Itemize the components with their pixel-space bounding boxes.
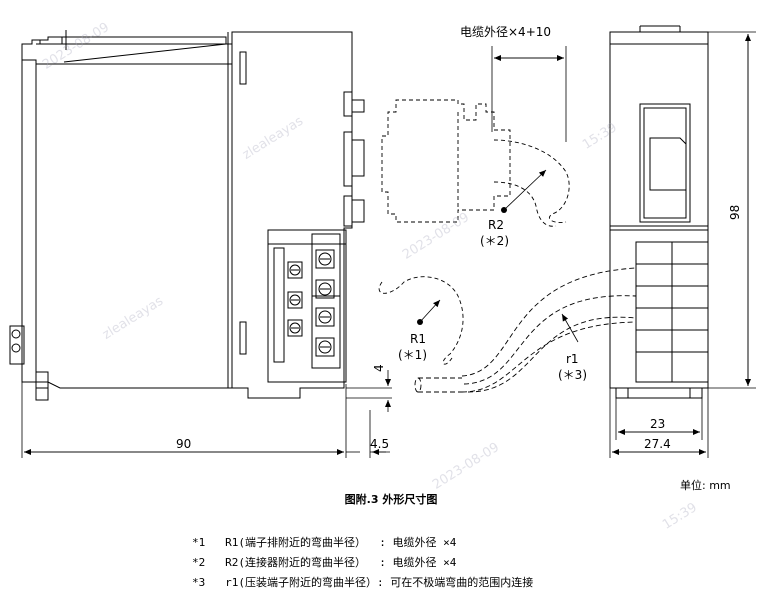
dim-90-lines — [21, 370, 392, 458]
r3-label: r1 — [566, 352, 579, 366]
dim-98-label: 98 — [728, 204, 742, 220]
unit-label: 单位: mm — [680, 479, 731, 492]
r2-center-dot — [501, 207, 507, 213]
terminal-screws — [287, 249, 335, 357]
cable-r1-dashed — [378, 276, 464, 365]
front-dim-lines — [609, 31, 756, 458]
front-view — [609, 25, 709, 399]
connector-dashed — [381, 99, 570, 227]
note-item: *3 r1(压装端子附近的弯曲半径）: 可在不极端弯曲的范围内连接 — [192, 573, 533, 593]
r3-ref: (＊3) — [558, 368, 587, 382]
r1-ref: (＊1) — [398, 348, 427, 362]
cable-dim-label: 电缆外径×4+10 — [460, 25, 552, 39]
dim-23-label: 23 — [650, 417, 666, 431]
note-mark: *3 — [192, 576, 206, 589]
note-item: *1 R1(端子排附近的弯曲半径） : 电缆外径 ×4 — [192, 533, 533, 553]
dim-4-label: 4 — [372, 364, 386, 372]
dim-4-5-label: 4.5 — [370, 437, 390, 451]
note-mark: *1 — [192, 536, 206, 549]
cable-dim-lines — [491, 46, 567, 211]
cables-front — [414, 267, 637, 393]
note-item: *2 R2(连接器附近的弯曲半径） : 电缆外径 ×4 — [192, 553, 533, 573]
dim-27-4-label: 27.4 — [644, 437, 671, 451]
r2-label: R2 — [488, 218, 504, 232]
note-text: R2(连接器附近的弯曲半径） : 电缆外径 ×4 — [225, 556, 457, 569]
note-mark: *2 — [192, 556, 206, 569]
note-text: R1(端子排附近的弯曲半径） : 电缆外径 ×4 — [225, 536, 457, 549]
side-view — [9, 30, 365, 401]
dim-90-label: 90 — [176, 437, 192, 451]
r1-label: R1 — [410, 332, 426, 346]
r2-ref: (＊2) — [480, 234, 509, 248]
notes-list: *1 R1(端子排附近的弯曲半径） : 电缆外径 ×4 *2 R2(连接器附近的… — [192, 533, 533, 593]
r1-center-dot — [417, 319, 423, 325]
figure-caption: 图附.3 外形尺寸图 — [344, 493, 438, 506]
note-text: r1(压装端子附近的弯曲半径）: 可在不极端弯曲的范围内连接 — [225, 576, 534, 589]
